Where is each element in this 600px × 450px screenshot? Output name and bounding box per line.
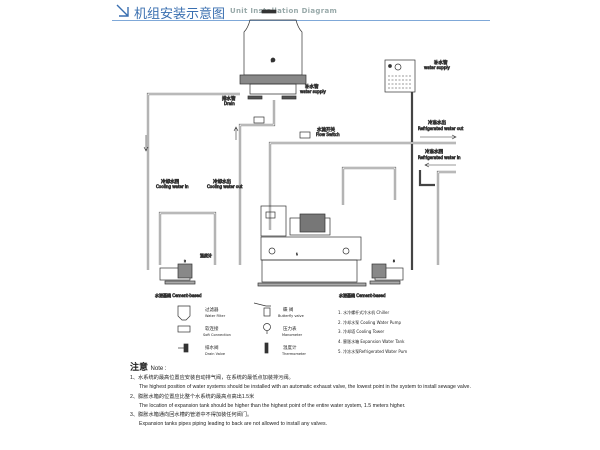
refrigerated-water-pump (369, 263, 404, 285)
diagram-label: 水泥基础 Cement-based (339, 292, 386, 298)
diagram-label: 冷却水回 (161, 178, 179, 185)
diagram-label: 1 (296, 252, 298, 256)
diagram-label: Refrigerated water in (418, 155, 461, 160)
diagram-label: Cooling water out (207, 184, 243, 189)
diagram-label: 排水阀 (205, 344, 219, 351)
cooling-water-pump (159, 263, 196, 285)
diagram-label: Cooling water in (156, 184, 189, 189)
soft-connection-icon (177, 325, 191, 333)
component-list: 1. 水冷螺杆式冷水机 Chiller 2. 冷却水泵 Cooling Wate… (338, 309, 407, 354)
diagram-label: Manometer (282, 333, 303, 337)
page-title: 机组安装示意图 (134, 7, 226, 22)
drain-valve-icon (178, 343, 189, 353)
diagram-label: 软连接 (205, 325, 219, 332)
diagram-label: 2 (184, 259, 186, 263)
header-divider (112, 20, 490, 21)
butterfly-valve-icon (253, 302, 271, 317)
thermometer-icon (264, 342, 269, 354)
notes: 注意 Note : 1、水系统的最高位置应安装自动排气阀，在系统的最低点加装排污… (130, 362, 490, 429)
diagram-label: 冷却水出 (213, 178, 231, 185)
diagram-label: Drain (224, 101, 235, 106)
note-1-en: The highest position of water systems sh… (139, 384, 471, 391)
diagram-label: Refrigerated water out (418, 126, 464, 131)
diagram-label: 过滤器 (205, 306, 219, 313)
diagram-label: 冷冻水回 (425, 148, 443, 155)
note-3-en: Expansion tanks pipes piping leading to … (139, 421, 328, 428)
water-filter-icon (177, 305, 191, 321)
cooling-tower (239, 9, 307, 100)
diagram-label: water supply (424, 65, 450, 70)
diagram-label: Drain Valve (205, 352, 225, 356)
diagram-label: 蝶 阀 (283, 306, 294, 313)
diagram-label: 1. 水冷螺杆式冷水机 Chiller (338, 309, 389, 315)
diagram-label: 4. 膨胀水箱 Expansion Water Tank (338, 338, 405, 344)
note-1-cn: 1、水系统的最高位置应安装自动排气阀，在系统的最低点加装排污阀。 (130, 375, 294, 382)
pipes (146, 92, 456, 270)
diagram-label: Thermometer (281, 352, 307, 356)
diagram-label: Soft Connection (203, 333, 231, 337)
page-subtitle: Unit Installation Diagram (230, 7, 338, 15)
expansion-tank (384, 59, 416, 93)
diagram-label: Butterfly valve (278, 314, 304, 318)
diagram-label: Water Filter (205, 314, 226, 318)
label-water-supply-cn: 补水管 (305, 83, 319, 90)
arrow-down-right-icon (116, 4, 129, 17)
diagram-label: 补水管 (434, 59, 448, 66)
diagram-label: 2. 冷却水泵 Cooling Water Pump (338, 319, 401, 325)
note-3-cn: 3、膨胀水箱通向回水槽的管道中不得加装任何阀门。 (130, 412, 253, 419)
diagram-label: 3. 冷却塔 Cooling Tower (338, 328, 385, 334)
diagram-label: 5. 冷冻水泵Refrigerated Water Pum (338, 348, 407, 354)
diagram-label: 温度计 (283, 344, 297, 351)
diagram-label: 温度计 (200, 252, 212, 258)
diagram-label: 水流开关 (317, 126, 335, 133)
chiller (257, 205, 367, 287)
diagram-label: water supply (300, 89, 326, 94)
diagram-label: 5 (393, 259, 395, 263)
diagram-label: Flow Switch (316, 132, 340, 137)
diagram-label: 3 (271, 59, 273, 63)
diagram-label: 冷冻水出 (428, 119, 446, 126)
note-2-en: The location of expansion tank should be… (139, 402, 406, 409)
diagram-label: 水泥基础 Cement-based (155, 292, 202, 298)
diagram-label: 排水管 (222, 95, 236, 102)
manometer-icon (263, 323, 271, 334)
diagram-label: 压力表 (283, 325, 297, 332)
note-2-cn: 2、膨胀水箱的位置应比整个水系统的最高点高出1.5米 (130, 393, 255, 400)
